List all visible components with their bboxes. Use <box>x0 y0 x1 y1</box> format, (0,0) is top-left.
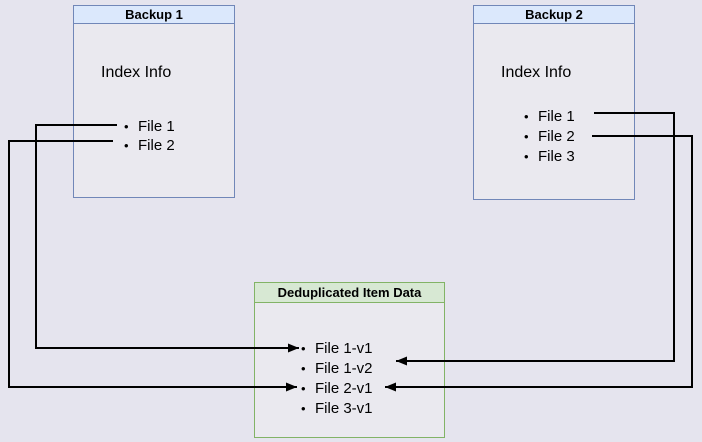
file-label: File 2 <box>138 137 175 154</box>
file-label: File 3 <box>538 147 575 165</box>
dedup-item-list: • File 1-v1 • File 1-v2 • File 2-v1 • Fi… <box>301 338 373 418</box>
bullet-icon: • <box>301 380 306 396</box>
list-item: • File 2 <box>524 126 575 146</box>
backup2-title: Backup 2 <box>474 6 634 24</box>
bullet-icon: • <box>301 340 306 356</box>
backup1-index-info-label: Index Info <box>101 64 172 81</box>
backup2-index-info-label: Index Info <box>501 64 572 81</box>
list-item: • File 1-v1 <box>301 338 373 358</box>
list-item: • File 1 <box>124 117 175 136</box>
list-item: • File 2 <box>124 136 175 155</box>
list-item: • File 3-v1 <box>301 398 373 418</box>
file-label: File 1 <box>538 107 575 125</box>
backup1-title: Backup 1 <box>74 6 234 24</box>
backup2-file-list: • File 1 • File 2 • File 3 <box>524 106 575 166</box>
file-label: File 1 <box>138 118 175 135</box>
dedup-title: Deduplicated Item Data <box>255 283 444 303</box>
backup1-file-list: • File 1 • File 2 <box>124 117 175 155</box>
file-version-label: File 1-v2 <box>315 359 373 377</box>
bullet-icon: • <box>124 119 129 134</box>
list-item: • File 3 <box>524 146 575 166</box>
file-version-label: File 1-v1 <box>315 339 373 357</box>
bullet-icon: • <box>301 400 306 416</box>
backup2-node: Backup 2 Index Info • File 1 • File 2 • … <box>473 5 635 200</box>
file-version-label: File 2-v1 <box>315 379 373 397</box>
bullet-icon: • <box>124 138 129 153</box>
list-item: • File 1-v2 <box>301 358 373 378</box>
file-label: File 2 <box>538 127 575 145</box>
backup1-node: Backup 1 Index Info • File 1 • File 2 <box>73 5 235 198</box>
list-item: • File 1 <box>524 106 575 126</box>
file-version-label: File 3-v1 <box>315 399 373 417</box>
bullet-icon: • <box>301 360 306 376</box>
dedup-node: Deduplicated Item Data • File 1-v1 • Fil… <box>254 282 445 438</box>
bullet-icon: • <box>524 148 529 164</box>
bullet-icon: • <box>524 108 529 124</box>
list-item: • File 2-v1 <box>301 378 373 398</box>
bullet-icon: • <box>524 128 529 144</box>
